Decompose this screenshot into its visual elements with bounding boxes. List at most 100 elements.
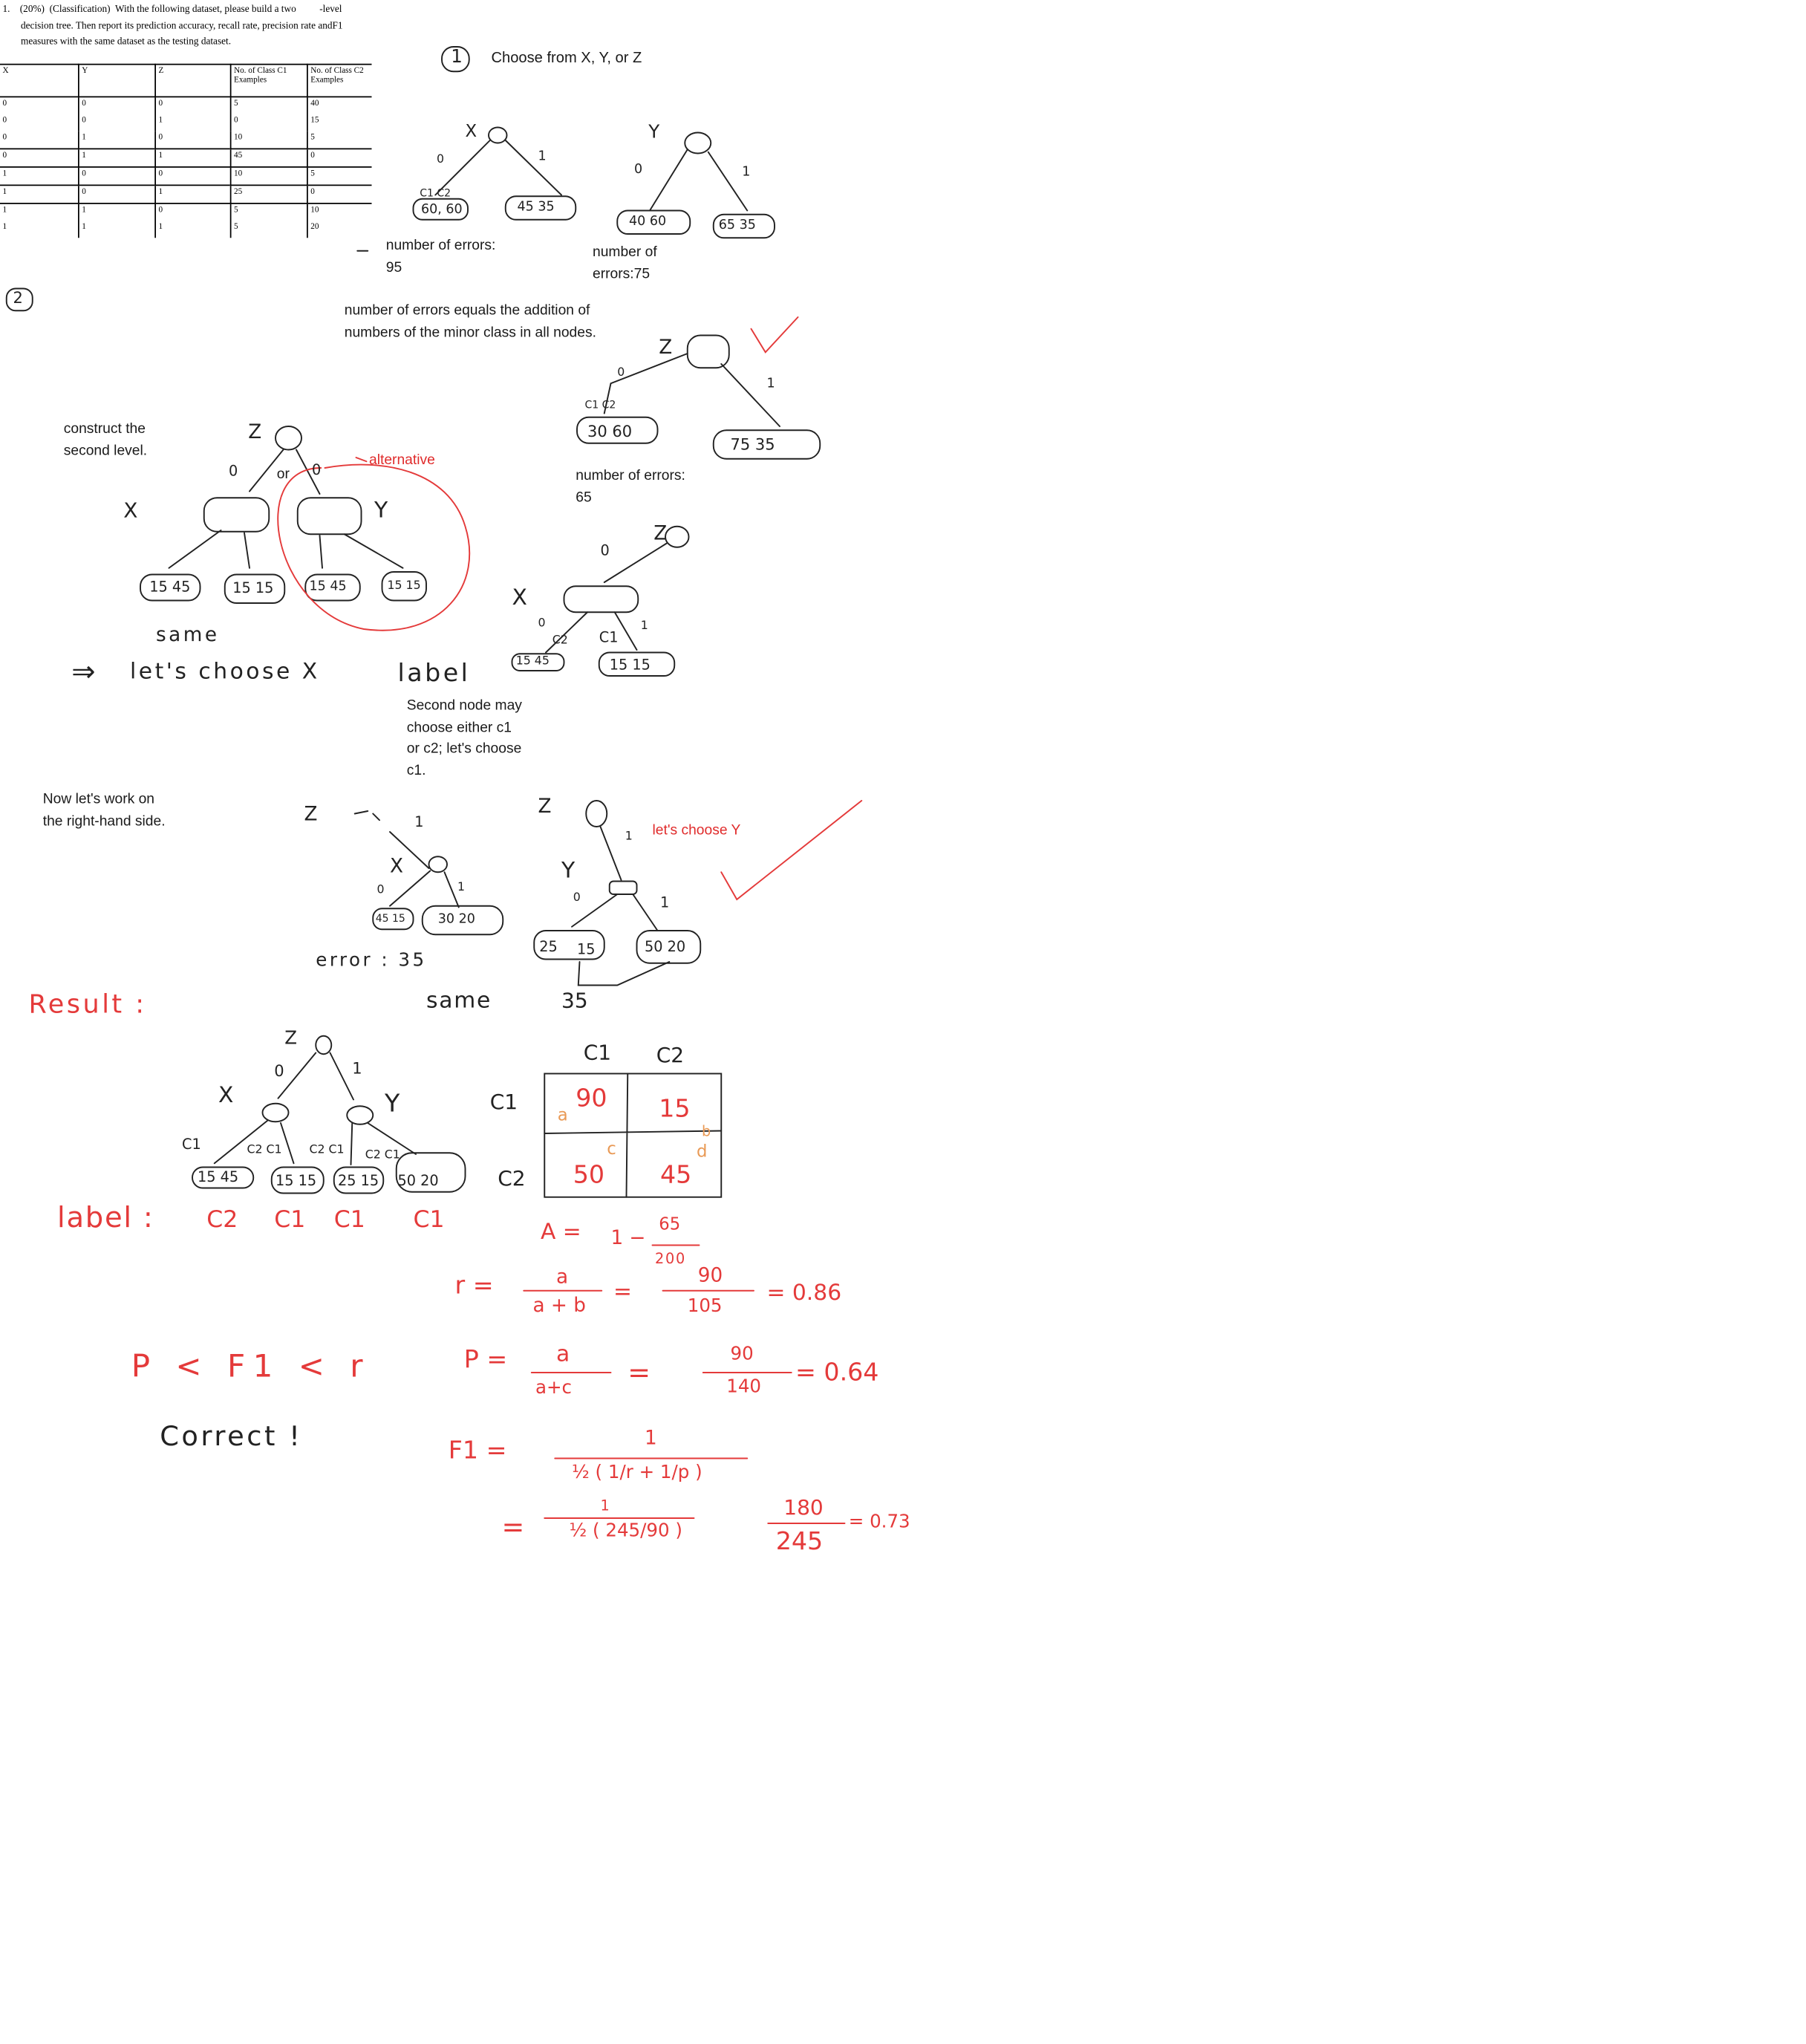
table-header-row: X Y Z No. of Class C1 Examples No. of Cl… [0,63,372,98]
question-line-1a: 1. (20%) (Classification) With the follo… [2,2,296,15]
result-leaf-4 [395,1152,466,1193]
question-line-1b: -level [319,2,342,15]
right-side-line-1: Now let's work on [42,791,155,807]
step3-x-node [428,856,448,873]
matrix-tag-b: b [702,1123,711,1140]
recall-num2: 90 [697,1263,723,1287]
result-label-4: C1 [413,1206,445,1234]
step3-y-leaf-left [533,930,605,960]
result-leaf-1 [192,1166,255,1189]
second-node-line-4: c1. [406,762,426,778]
table-cell: 45 [230,148,308,168]
table-cell: 0 [307,184,372,204]
step3-x-leaf-right-text: 30 20 [437,912,475,927]
step3-x-edge-0: 0 [376,884,385,897]
tree-y-errors-label: number of [593,244,657,260]
tree-z-left-leaf [576,416,659,444]
tree-z-left-note: C1 C2 [584,399,616,411]
subtree-x-label: X [512,585,527,611]
f1-num: 1 [645,1425,657,1450]
result-leaf-2-text: 15 15 [276,1172,317,1190]
table-cell: 15 [310,115,319,125]
step3-x-edge-1: 1 [457,881,466,895]
tree-z-errors-value: 65 [576,489,592,505]
step3-y-edge-1: 1 [660,894,670,911]
step3-y-edge-top: 1 [625,830,633,844]
f1-lhs: F1 = [448,1436,507,1465]
step2-y-label: Y [374,498,388,524]
subtree-root-node [665,525,690,548]
tree-y-errors: number of errors:75 [593,242,657,285]
table-cell: 0 [78,166,156,186]
f1-value: = 0.73 [848,1511,910,1533]
table-cell: 5 [310,169,315,178]
second-node-note: Second node may choose either c1 or c2; … [407,695,522,781]
choose-y-label: let's choose Y [652,822,741,839]
second-node-line-2: choose either c1 [406,719,512,735]
subtree-leaf-left [511,653,565,671]
result-label-word: label : [57,1202,154,1235]
f1-den3: 245 [775,1527,824,1556]
step2-same: same [156,622,220,646]
step2-y-node [296,497,362,536]
header-c2: No. of Class C2 Examples [307,63,372,98]
tree-x-left-edge: 0 [437,153,445,167]
matrix-cell-tp: 90 [576,1084,607,1113]
metric-comparison: P < F1 < r [131,1347,371,1384]
table-cell: 5 [230,97,308,114]
step1-title: Choose from X, Y, or Z [491,51,642,67]
tree-y-right-leaf [712,213,775,239]
label-word: label [397,659,471,688]
matrix-tag-d: d [697,1142,708,1162]
subtree-root-label: Z [653,521,668,545]
construct-note-line-2: second level. [63,442,148,458]
precision-den2: 140 [726,1376,762,1398]
table-cell: 1 [78,203,156,221]
matrix-row-header-c2: C2 [498,1165,526,1191]
step2-leaf-1 [140,573,201,602]
f1-num2: 1 [600,1497,610,1514]
step2-x-label: X [123,498,138,523]
precision-lhs: P = [463,1345,508,1374]
step3-y-leaf-left-a: 25 [539,938,558,956]
result-root-label: Z [284,1028,298,1049]
matrix-col-header-c1: C1 [583,1040,612,1065]
tree-z-right-edge: 1 [766,377,775,391]
step2-leaf-4-text: 15 15 [387,579,421,593]
step2-number-circle [5,287,33,312]
step3-same: same [426,988,492,1014]
tree-z-root-label: Z [659,335,673,359]
matrix-col-header-c2: C2 [656,1042,685,1067]
table-cell: 1 [155,148,232,168]
step2-edge-left: 0 [229,463,238,480]
table-cell: 0 [0,148,79,168]
step2-root-node [275,426,302,451]
precision-eq: = [627,1357,651,1388]
result-leaf-header-1: C1 [182,1136,201,1153]
step2-or: or [276,466,290,483]
right-side-line-2: the right-hand side. [42,813,166,829]
table-cell: 1 [155,184,232,204]
result-edge-1: 1 [352,1059,362,1078]
subtree-x-node [563,585,639,613]
question-line-3: measures with the same dataset as the te… [21,35,232,47]
matrix-cell-fn: 15 [659,1094,691,1124]
result-leaf-2 [270,1166,325,1194]
recall-value: = 0.86 [766,1280,842,1306]
recall-den2: 105 [687,1295,723,1317]
step3-y-sum: 35 [561,988,588,1013]
question-text: 1. (20%) (Classification) With the follo… [3,1,393,51]
table-cell: 0 [155,131,232,149]
subtree-edge-right: 1 [640,619,648,634]
tree-x-root-label: X [465,122,477,142]
table-cell: 1 [78,148,156,168]
step3-x-leaf-left-text: 45 15 [375,912,405,925]
table-cell: 10 [230,131,308,149]
tree-y-left-leaf [616,209,691,235]
table-cell: 0 [78,97,156,114]
subtree-leaf-right-text: 15 15 [609,656,651,674]
table-cell: 20 [310,222,319,232]
